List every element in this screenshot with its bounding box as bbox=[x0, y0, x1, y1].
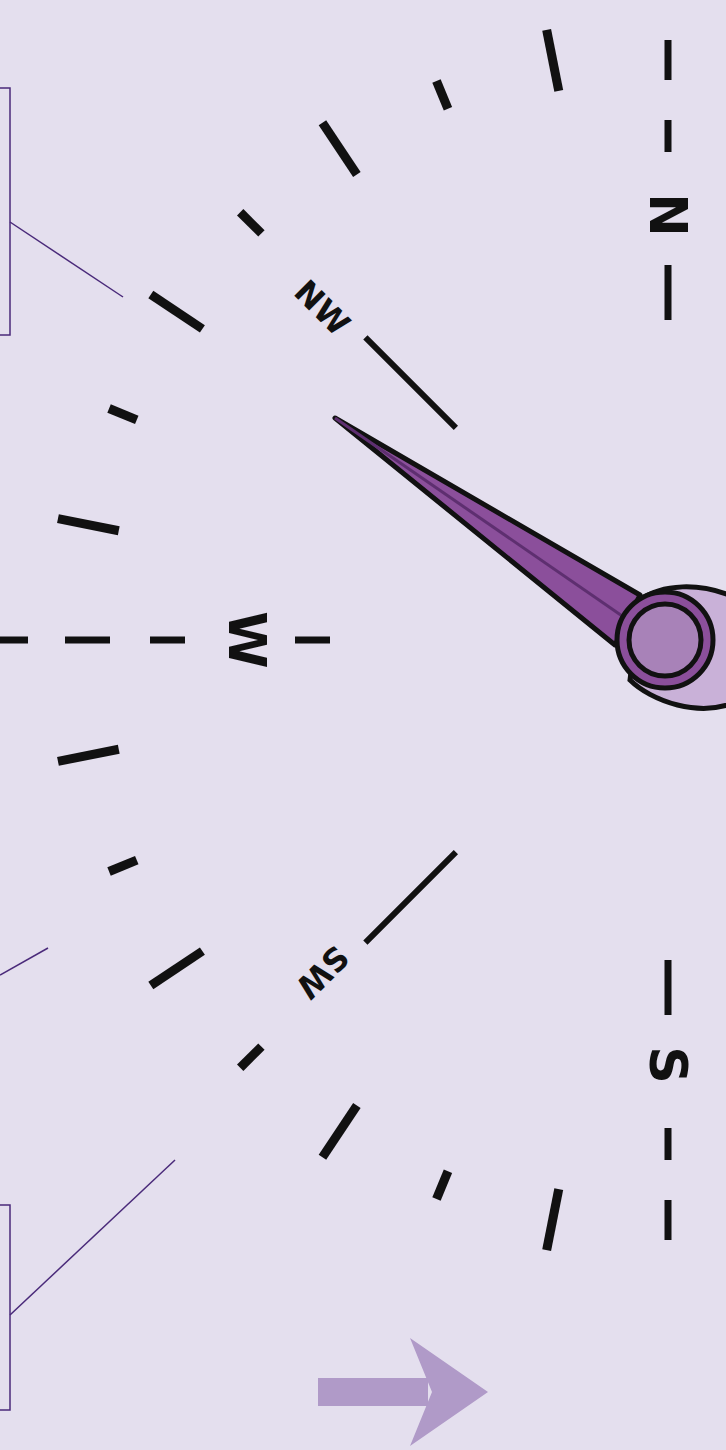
callout-box bbox=[0, 88, 10, 335]
compass-needle bbox=[335, 418, 726, 708]
leader-line bbox=[10, 1160, 175, 1315]
direction-label: W bbox=[221, 611, 273, 668]
leader-line bbox=[10, 222, 123, 297]
leader-line bbox=[0, 948, 48, 975]
direction-label: NW bbox=[289, 275, 356, 342]
next-arrow bbox=[318, 1338, 488, 1446]
callout-box bbox=[0, 1205, 10, 1410]
direction-label: N bbox=[642, 193, 694, 237]
direction-label: SW bbox=[290, 940, 354, 1004]
direction-label: S bbox=[642, 1046, 694, 1083]
compass-dial bbox=[0, 30, 668, 1250]
